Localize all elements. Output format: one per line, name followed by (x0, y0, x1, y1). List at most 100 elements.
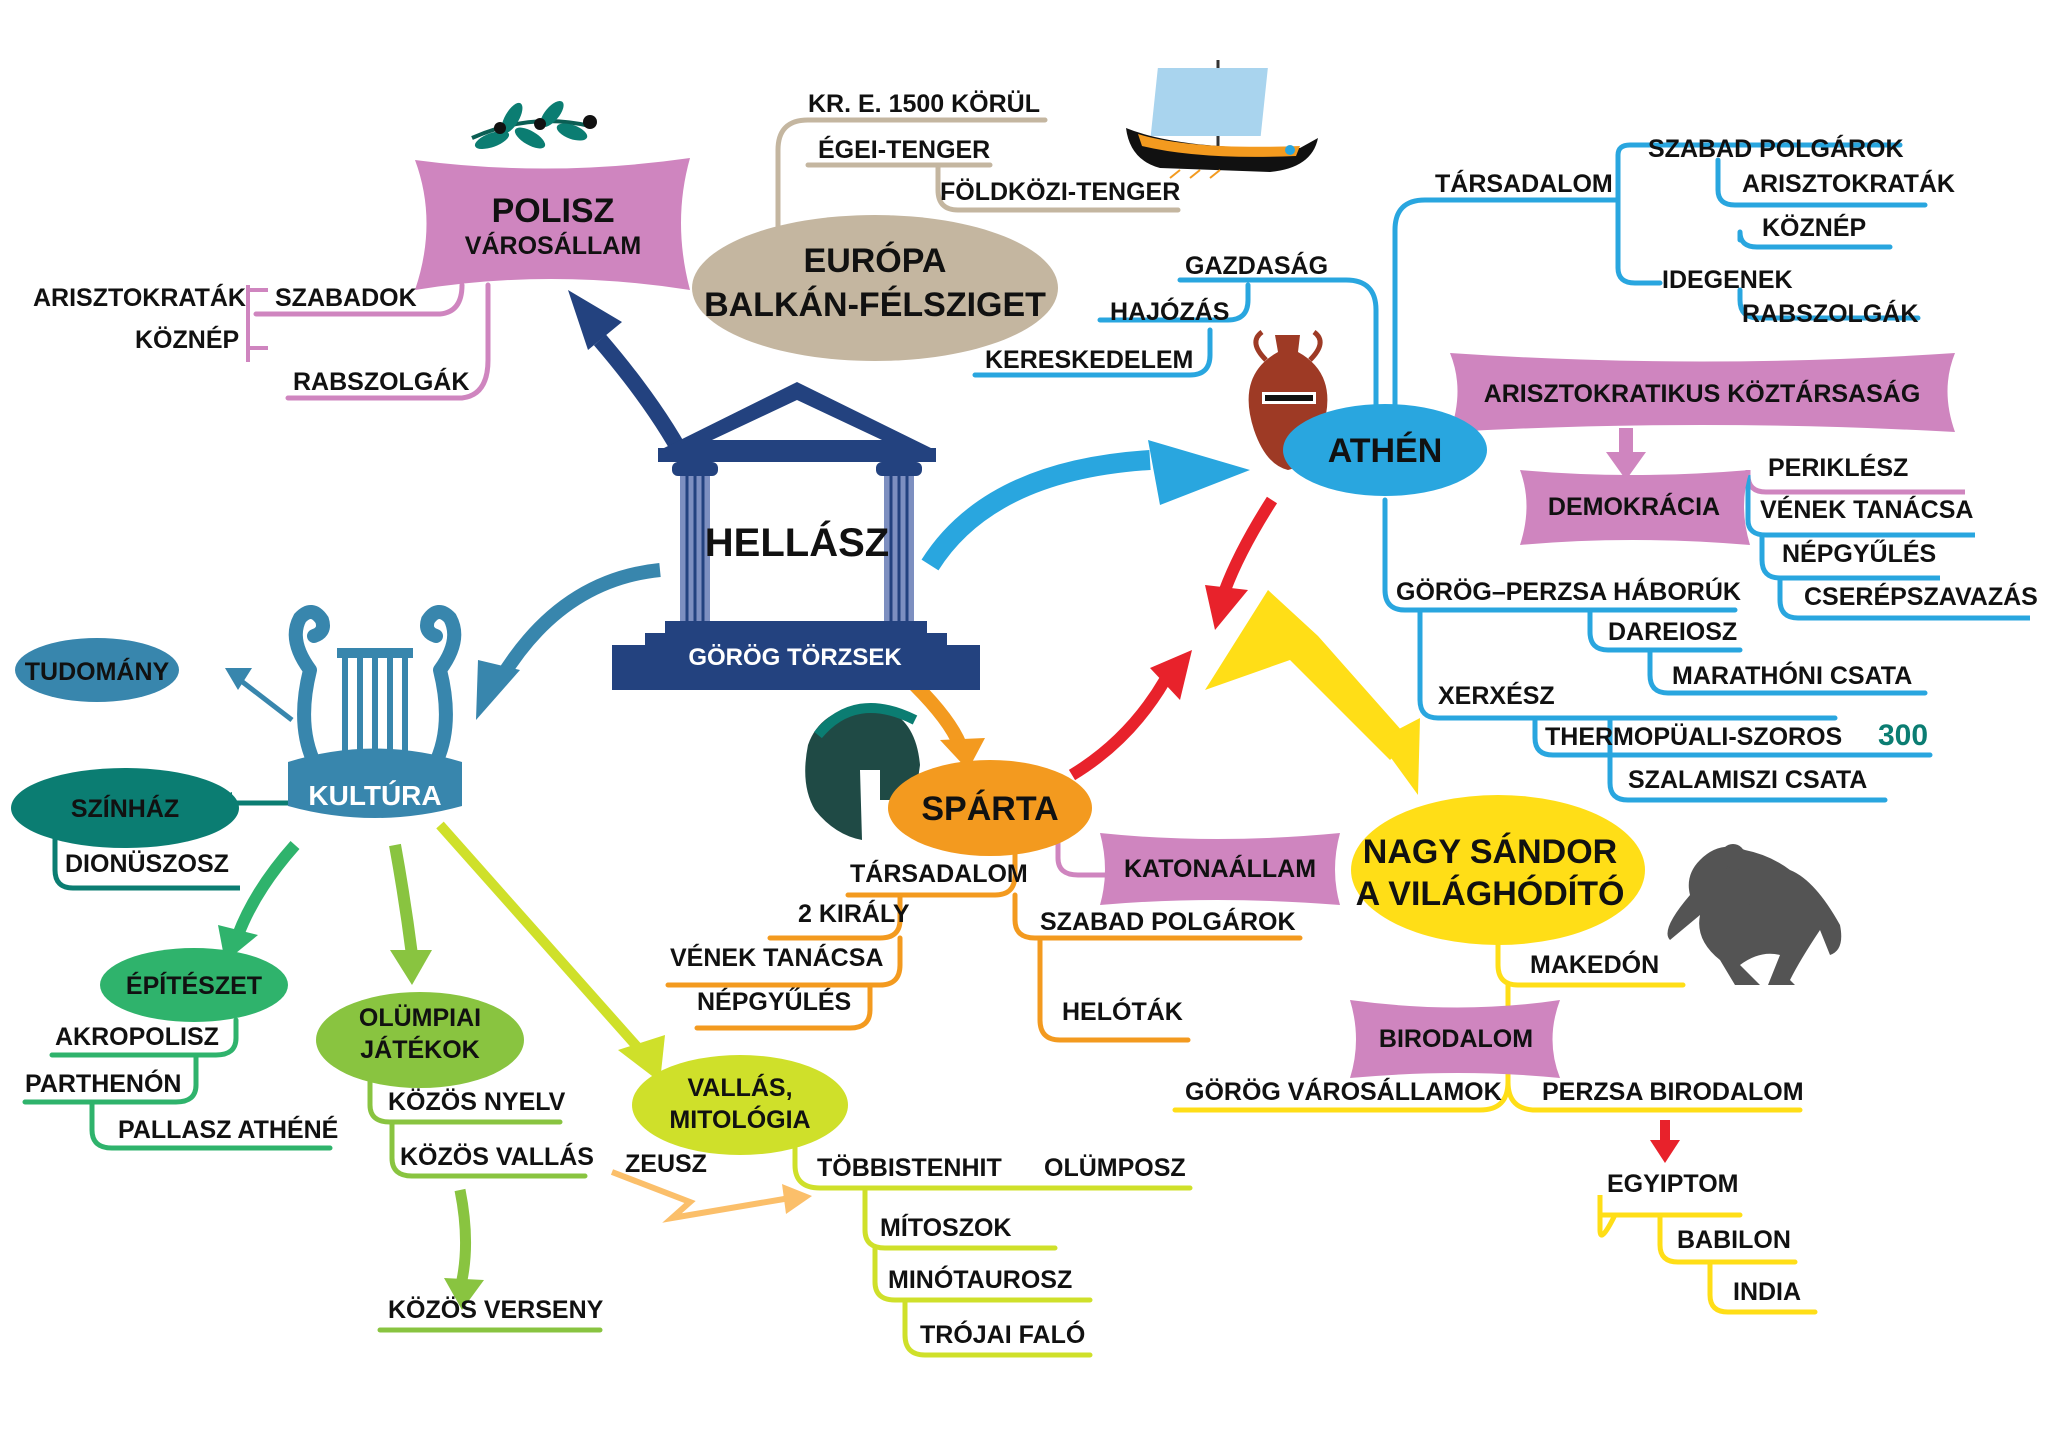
kultura-olimpia2: JÁTÉKOK (360, 1035, 479, 1064)
athen-cserep: CSERÉPSZAVAZÁS (1804, 582, 2038, 611)
epiteszet-ellipse (100, 948, 288, 1022)
birodalom-banner (1350, 1000, 1560, 1078)
athen-haboruk: GÖRÖG–PERZSA HÁBORÚK (1396, 576, 1741, 606)
athen-tarsadalom: TÁRSADALOM (1435, 169, 1613, 198)
athen-gazdasag: GAZDASÁG (1185, 251, 1328, 280)
kultura-zeusz: ZEUSZ (625, 1150, 707, 1178)
kultura-olimpia1: OLÜMPIAI (359, 1003, 481, 1032)
athen-demokracia: DEMOKRÁCIA (1548, 492, 1720, 521)
athen-hajozas: HAJÓZÁS (1110, 296, 1229, 326)
athen-nepgyules: NÉPGYŰLÉS (1782, 539, 1936, 568)
athen-xerxesz: XERXÉSZ (1438, 681, 1555, 710)
sparta-kiraly: 2 KIRÁLY (798, 899, 910, 928)
europa-branch: KR. E. 1500 KÖRÜL ÉGEI-TENGER FÖLDKÖZI-T… (692, 60, 1318, 361)
spartan-helmet-icon (805, 703, 920, 840)
kultura-szinhaz: SZÍNHÁZ (71, 794, 179, 823)
koztarsasag-banner (1450, 353, 1955, 432)
lyre-icon (288, 605, 462, 818)
kultura-minotaurosz: MINÓTAUROSZ (888, 1264, 1072, 1294)
polisz-szabadok: SZABADOK (275, 284, 417, 312)
olive-branch-icon (471, 100, 597, 150)
athen-szabad-polgarok: SZABAD POLGÁROK (1648, 134, 1904, 163)
athen-marathon: MARATHÓNI CSATA (1672, 660, 1912, 690)
athen-branch: ARISZTOKRATIKUS KÖZTÁRSASÁG DEMOKRÁCIA A… (972, 134, 2038, 803)
sparta-venek: VÉNEK TANÁCSA (670, 943, 883, 972)
olimpia-ellipse (316, 992, 524, 1088)
athen-title: ATHÉN (1328, 432, 1443, 470)
kultura-dionuszosz: DIONÜSZOSZ (65, 849, 229, 878)
sparta-helotak: HELÓTÁK (1062, 996, 1183, 1026)
sparta-katona: KATONAÁLLAM (1124, 854, 1316, 883)
temple-column-right (876, 462, 922, 621)
kultura-nyelv: KÖZÖS NYELV (388, 1087, 566, 1116)
sandor-gorog: GÖRÖG VÁROSÁLLAMOK (1185, 1077, 1502, 1106)
europa-ellipse (692, 215, 1058, 361)
tudomany-ellipse (15, 638, 179, 702)
sandor-perzsa: PERZSA BIRODALOM (1542, 1078, 1804, 1106)
athen-koznep: KÖZNÉP (1762, 213, 1866, 242)
kultura-title: KULTÚRA (308, 780, 441, 811)
athen-ellipse (1283, 404, 1487, 496)
greek-ship-icon (1126, 60, 1318, 179)
arrow-to-sandor (1205, 590, 1410, 760)
polisz-banner (415, 158, 690, 290)
sparta-nepgyules: NÉPGYŰLÉS (697, 987, 851, 1016)
athen-thermo: THERMOPÜALI-SZOROS (1545, 722, 1842, 751)
polisz-arisztokratak: ARISZTOKRATÁK (33, 283, 246, 312)
sandor-ellipse (1351, 795, 1645, 945)
kultura-verseny: KÖZÖS VERSENY (388, 1295, 604, 1324)
kultura-tudomany: TUDOMÁNY (25, 657, 170, 686)
kultura-epiteszet: ÉPÍTÉSZET (126, 971, 262, 1000)
athen-perikles: PERIKLÉSZ (1768, 453, 1908, 482)
kultura-trojai: TRÓJAI FALÓ (920, 1319, 1085, 1349)
athen-kereskedelem: KERESKEDELEM (985, 346, 1193, 374)
europa-line1: EURÓPA (804, 242, 947, 280)
athen-venek: VÉNEK TANÁCSA (1760, 495, 1973, 524)
sandor-makedon: MAKEDÓN (1530, 949, 1659, 979)
greek-temple-icon (612, 382, 980, 690)
arrow-to-athen (921, 450, 1151, 571)
kultura-tobbisten: TÖBBISTENHIT (817, 1153, 1002, 1182)
sparta-title: SPÁRTA (921, 790, 1058, 828)
athen-rabszolgak: RABSZOLGÁK (1742, 299, 1918, 328)
hellasz-title: HELLÁSZ (705, 520, 889, 565)
polisz-koznep: KÖZNÉP (135, 325, 239, 354)
demokracia-banner (1520, 470, 1750, 545)
athen-dareiosz: DAREIOSZ (1608, 618, 1737, 646)
arrow-to-kultura (493, 563, 661, 684)
temple-column-left (672, 462, 718, 621)
sandor-line1: NAGY SÁNDOR (1363, 833, 1617, 871)
athen-szalamisz: SZALAMISZI CSATA (1628, 766, 1867, 794)
kultura-vm1: VALLÁS, (687, 1073, 792, 1102)
vallas-ellipse (632, 1055, 848, 1155)
arrow-athen-to-sparta (1219, 496, 1278, 593)
europa-line2: BALKÁN-FÉLSZIGET (704, 286, 1046, 324)
sandor-babilon: BABILON (1677, 1226, 1791, 1254)
sparta-szabad: SZABAD POLGÁROK (1040, 907, 1296, 936)
sparta-branch: SPÁRTA KATONAÁLLAM TÁRSADALOM 2 KIRÁLY V… (665, 703, 1340, 1043)
kultura-vm2: MITOLÓGIA (669, 1104, 810, 1134)
polisz-rabszolgak: RABSZOLGÁK (293, 367, 469, 396)
kultura-parthenon: PARTHENÓN (25, 1068, 181, 1098)
polisz-title: POLISZ (492, 192, 615, 230)
europa-egei: ÉGEI-TENGER (818, 135, 990, 164)
arrow-to-sparta (910, 680, 967, 748)
europa-kr-e: KR. E. 1500 KÖRÜL (808, 89, 1040, 118)
sandor-birodalom: BIRODALOM (1379, 1025, 1533, 1053)
kultura-mitoszok: MÍTOSZOK (880, 1213, 1011, 1242)
kultura-akropolisz: AKROPOLISZ (55, 1023, 219, 1051)
horse-rider-statue-icon (1667, 844, 1842, 985)
sparta-tarsadalom: TÁRSADALOM (850, 859, 1028, 888)
arrow-sparta-to-athen (1068, 676, 1171, 781)
sandor-branch: NAGY SÁNDOR A VILÁGHÓDÍTÓ MAKEDÓN BIRODA… (1172, 795, 1842, 1315)
polisz-subtitle: VÁROSÁLLAM (465, 231, 641, 260)
sandor-egyiptom: EGYIPTOM (1607, 1170, 1739, 1198)
katonaallam-banner (1100, 833, 1340, 905)
polisz-branch: POLISZ VÁROSÁLLAM SZABADOK ARISZTOKRATÁK… (33, 100, 690, 401)
szinhaz-ellipse (11, 768, 239, 848)
athen-300: 300 (1878, 719, 1928, 752)
kultura-branch: KULTÚRA TUDOMÁNY SZÍNHÁZ DIONÜSZOSZ ÉPÍT… (11, 605, 1193, 1358)
kultura-pallasz: PALLASZ ATHÉNÉ (118, 1115, 338, 1144)
athen-arisztokratak: ARISZTOKRATÁK (1742, 169, 1955, 198)
